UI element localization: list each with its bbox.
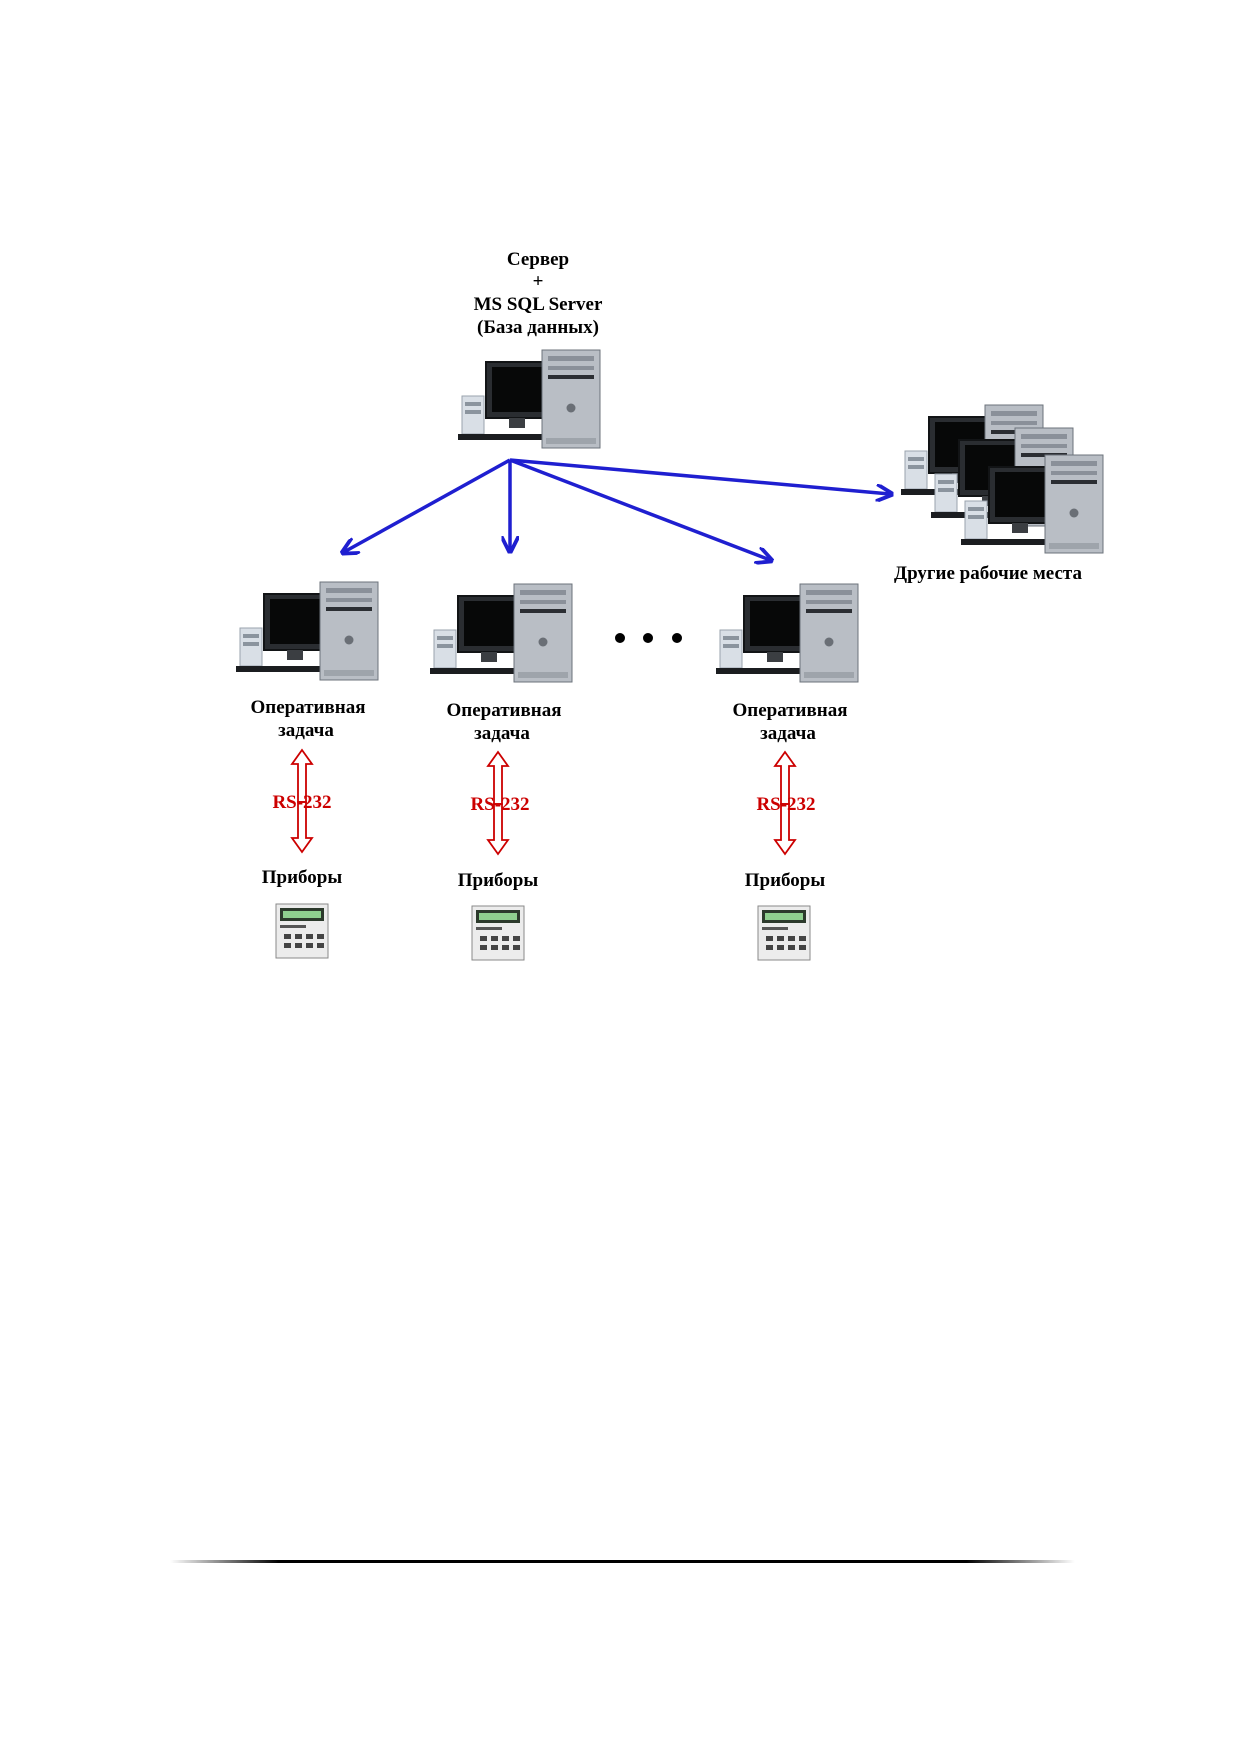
workstation-2-task-line2: задача bbox=[474, 723, 530, 744]
workstation-3-computer-icon bbox=[715, 583, 859, 683]
workstation-1-task-line2: задача bbox=[278, 720, 334, 741]
network-links bbox=[344, 458, 890, 560]
workstation-1-computer-icon bbox=[235, 581, 379, 681]
serial-link-1-label: RS-232 bbox=[272, 792, 331, 813]
devices-1-label: Приборы bbox=[262, 867, 343, 888]
workstation-2-task-line1: Оперативная bbox=[446, 700, 561, 721]
server-computer-icon bbox=[457, 349, 601, 449]
devices-1-icon bbox=[275, 903, 329, 959]
server-plus: + bbox=[533, 271, 544, 292]
devices-3-label: Приборы bbox=[745, 870, 826, 891]
serial-link-3-label: RS-232 bbox=[756, 794, 815, 815]
other-workstations-label: Другие рабочие места bbox=[894, 563, 1082, 584]
other-workstations-icon bbox=[900, 404, 1104, 554]
workstation-1-task-line1: Оперативная bbox=[250, 697, 365, 718]
ellipsis-dots bbox=[615, 633, 682, 643]
page-footer-rule bbox=[170, 1560, 1075, 1563]
server-db-note: (База данных) bbox=[477, 317, 599, 338]
workstation-2-computer-icon bbox=[429, 583, 573, 683]
devices-2-label: Приборы bbox=[458, 870, 539, 891]
devices-2-icon bbox=[471, 905, 525, 961]
server-db-name: MS SQL Server bbox=[474, 294, 603, 315]
network-arrow-other bbox=[509, 458, 890, 494]
network-arrow-ws1 bbox=[344, 458, 511, 552]
server-title: Сервер bbox=[507, 249, 569, 270]
serial-link-2-label: RS-232 bbox=[470, 794, 529, 815]
devices-3-icon bbox=[757, 905, 811, 961]
workstation-3-task-line1: Оперативная bbox=[732, 700, 847, 721]
workstation-3-task-line2: задача bbox=[760, 723, 816, 744]
network-arrow-ws3 bbox=[509, 458, 770, 560]
